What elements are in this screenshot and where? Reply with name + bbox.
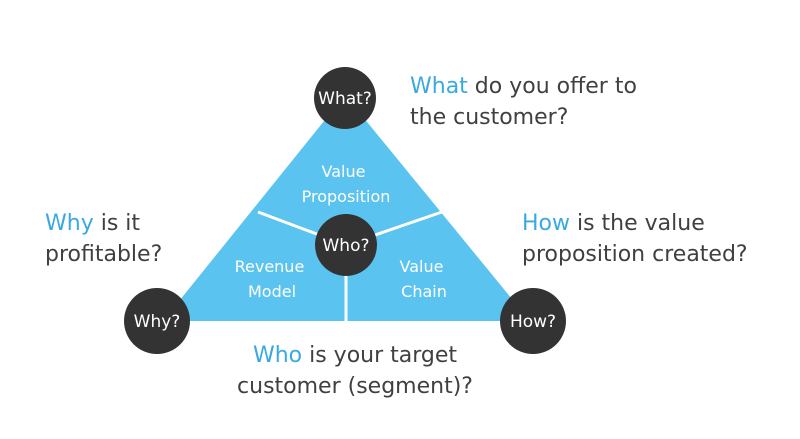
question-text: customer (segment)? <box>237 374 473 399</box>
question-how: How is the value proposition created? <box>522 208 748 270</box>
segment-value-chain: Value Chain <box>399 257 448 301</box>
node-what-label: What? <box>318 89 372 109</box>
keyword-what: What <box>410 74 468 99</box>
node-who: Who? <box>315 214 377 276</box>
question-text: is it <box>93 211 141 236</box>
question-text: profitable? <box>45 242 163 267</box>
question-line: What do you offer to <box>410 71 637 102</box>
question-why: Why is it profitable? <box>45 208 162 270</box>
segment-label-line: Value <box>399 257 443 276</box>
segment-revenue-model: Revenue Model <box>235 257 310 301</box>
question-who: Who is your target customer (segment)? <box>0 340 710 402</box>
segment-label-line: Revenue <box>235 257 305 276</box>
question-line: Why is it <box>45 208 162 239</box>
question-what: What do you offer to the customer? <box>410 71 637 133</box>
segment-label-line: Model <box>248 282 296 301</box>
segment-value-proposition: Value Proposition <box>302 162 391 206</box>
node-how-label: How? <box>510 312 556 332</box>
node-who-label: Who? <box>322 236 369 256</box>
keyword-who: Who <box>252 343 303 368</box>
question-line: Who is your target <box>0 340 710 371</box>
segment-label-line: Proposition <box>302 187 391 206</box>
triangle-shape <box>163 95 530 321</box>
question-text: the customer? <box>410 105 569 130</box>
node-how: How? <box>500 288 566 354</box>
node-why-label: Why? <box>134 312 181 332</box>
node-why: Why? <box>124 288 190 354</box>
question-text: is the value <box>570 211 705 236</box>
segment-label-line: Chain <box>401 282 447 301</box>
question-text: proposition created? <box>522 242 748 267</box>
node-what: What? <box>314 67 376 129</box>
segment-label-line: Value <box>321 162 365 181</box>
question-line: How is the value <box>522 208 748 239</box>
question-text: is your target <box>302 343 458 368</box>
keyword-how: How <box>522 211 570 236</box>
question-text: do you offer to <box>467 74 637 99</box>
keyword-why: Why <box>45 211 94 236</box>
